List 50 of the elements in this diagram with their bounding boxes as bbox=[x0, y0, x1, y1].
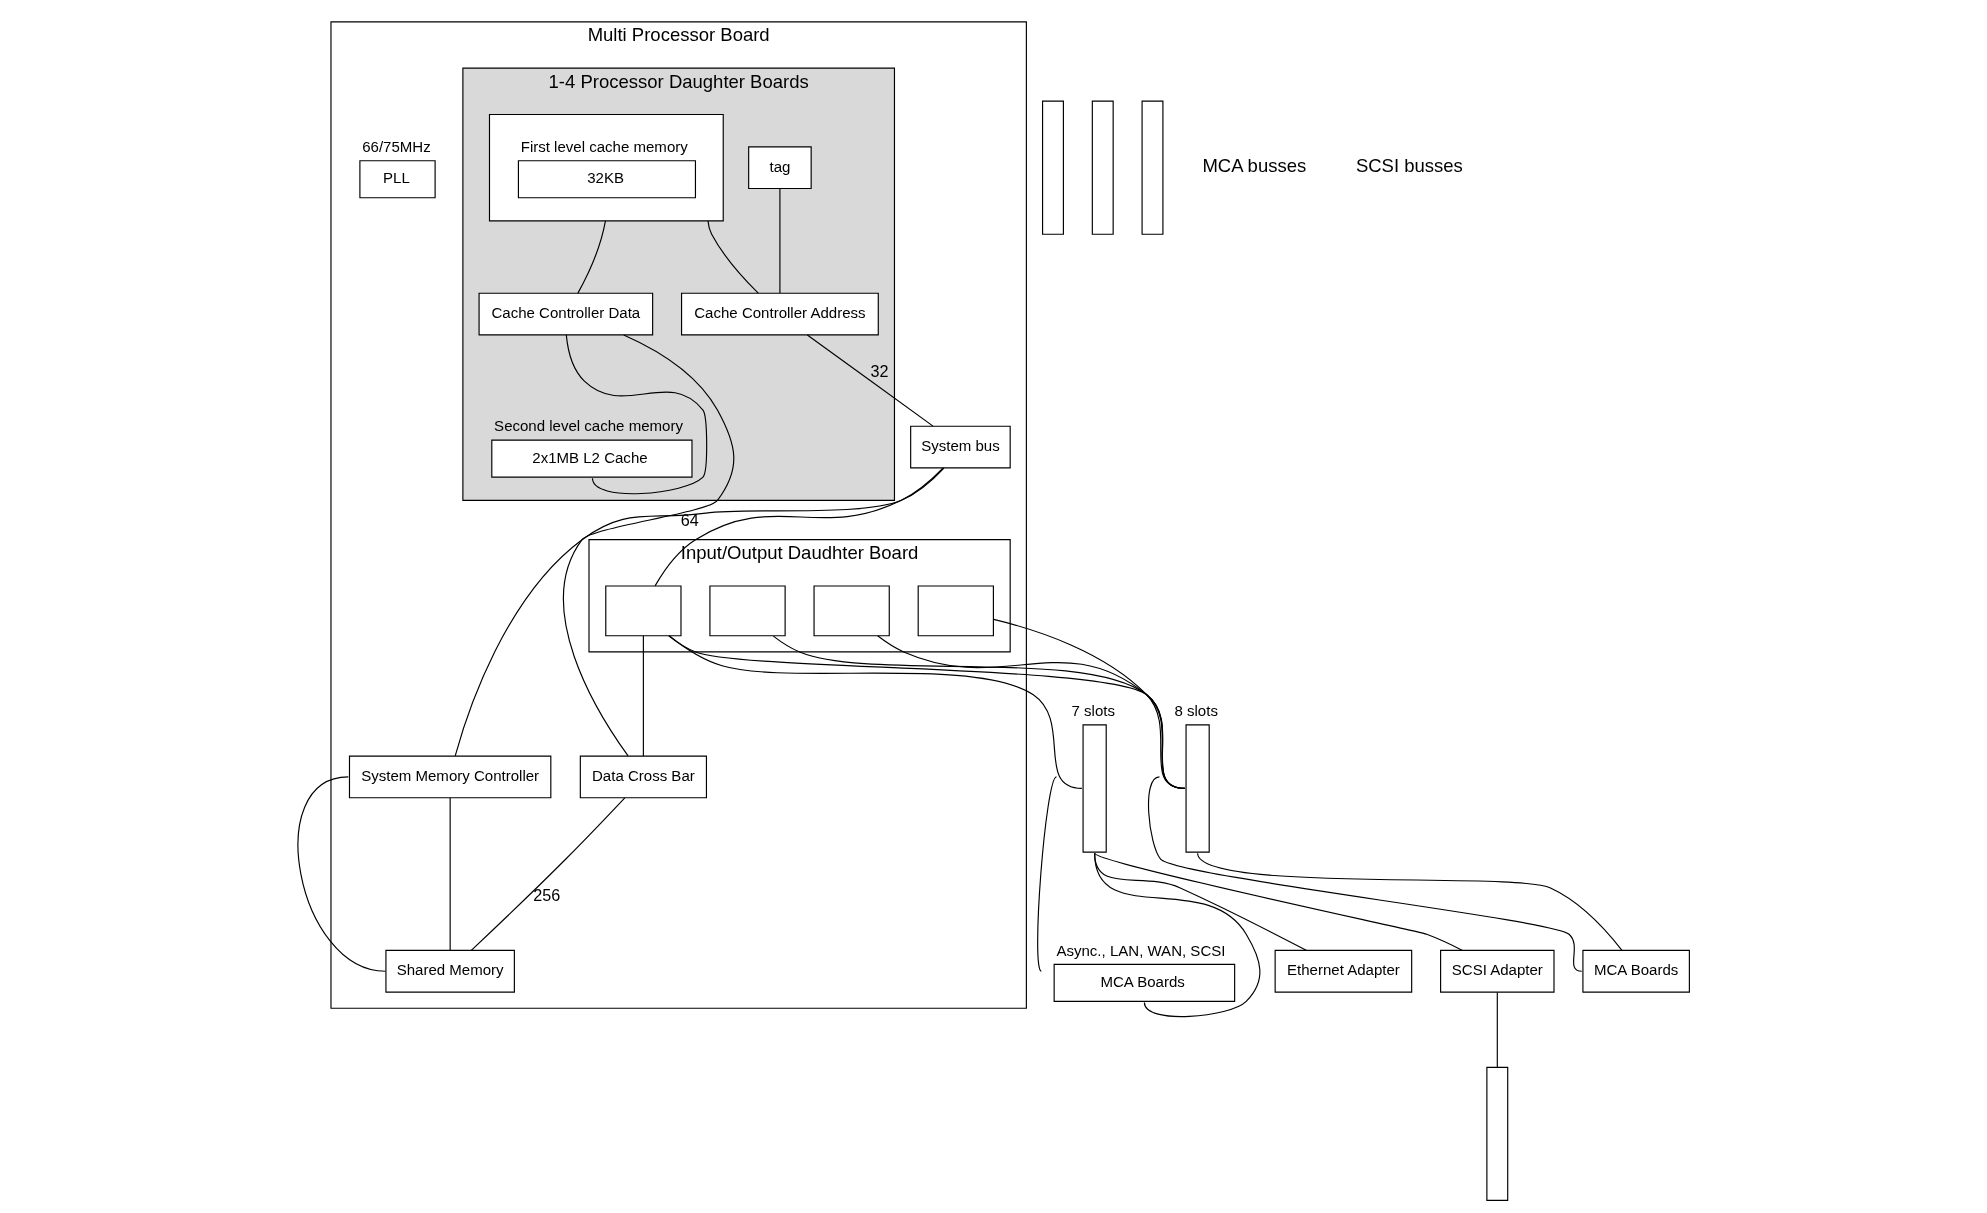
node-label: 8 slots bbox=[1174, 702, 1218, 720]
node-box: System bus bbox=[910, 425, 1011, 469]
connector bbox=[993, 618, 1186, 790]
node-bar bbox=[1486, 1066, 1509, 1201]
connector bbox=[806, 334, 934, 427]
connector bbox=[454, 467, 945, 757]
node-label: 7 slots bbox=[1071, 702, 1115, 720]
connector bbox=[642, 635, 644, 757]
connector bbox=[1147, 776, 1583, 972]
node-box: tag bbox=[748, 146, 812, 190]
node-box: Data Cross Bar bbox=[579, 755, 708, 799]
connector bbox=[779, 188, 781, 294]
node-box: Cache Controller Data bbox=[478, 292, 654, 336]
connector bbox=[707, 220, 759, 294]
connector bbox=[297, 776, 386, 972]
cluster bbox=[488, 113, 724, 222]
connector bbox=[449, 797, 451, 951]
node-label: First level cache memory bbox=[520, 137, 688, 155]
edge-label: 256 bbox=[533, 885, 561, 904]
edge-label: 32 bbox=[870, 361, 889, 380]
connector bbox=[654, 467, 944, 587]
connector bbox=[470, 797, 626, 951]
node-bar bbox=[1091, 100, 1114, 235]
cluster: Input/Output Daudhter Board bbox=[588, 539, 1011, 653]
label: SCSI busses bbox=[1355, 155, 1463, 177]
label: MCA busses bbox=[1202, 155, 1307, 177]
node-box bbox=[917, 585, 994, 637]
connector bbox=[1496, 991, 1498, 1068]
connector bbox=[1094, 852, 1307, 951]
node-label: Async., LAN, WAN, SCSI bbox=[1056, 941, 1226, 959]
connector bbox=[1094, 852, 1464, 951]
node-box: Shared Memory bbox=[385, 949, 515, 993]
connector bbox=[577, 220, 607, 294]
node-label: Second level cache memory bbox=[494, 417, 683, 435]
edge-label: 64 bbox=[680, 511, 699, 530]
node-bar bbox=[1042, 100, 1064, 235]
connector bbox=[562, 334, 735, 757]
node-box: SCSI Adapter bbox=[1440, 949, 1555, 993]
node-box bbox=[709, 585, 786, 637]
node-bar bbox=[1141, 100, 1164, 235]
node-box: MCA Boards bbox=[1582, 949, 1690, 993]
node-box: Cache Controller Address bbox=[681, 292, 879, 336]
node-box: System Memory Controller bbox=[348, 755, 552, 799]
connector bbox=[565, 334, 708, 495]
connector bbox=[1197, 852, 1623, 951]
node-box bbox=[605, 585, 682, 637]
node-box: Ethernet Adapter bbox=[1274, 949, 1413, 993]
node-box bbox=[813, 585, 890, 637]
node-label: 66/75MHz bbox=[362, 137, 431, 155]
connector bbox=[668, 635, 1083, 790]
